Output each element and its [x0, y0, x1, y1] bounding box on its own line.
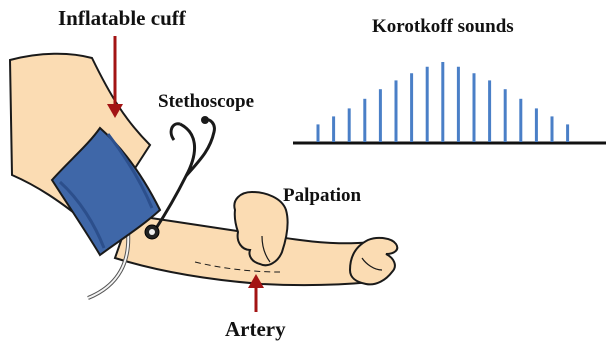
label-palpation: Palpation — [283, 185, 361, 207]
label-stethoscope: Stethoscope — [158, 91, 254, 113]
label-artery: Artery — [225, 317, 286, 342]
korotkoff-bars — [318, 62, 568, 142]
cuff-arrow — [107, 36, 123, 118]
stethoscope-earpiece-left — [171, 124, 180, 140]
label-inflatable-cuff: Inflatable cuff — [58, 6, 186, 31]
label-korotkoff-sounds: Korotkoff sounds — [372, 16, 514, 38]
stethoscope-tube — [155, 120, 214, 230]
